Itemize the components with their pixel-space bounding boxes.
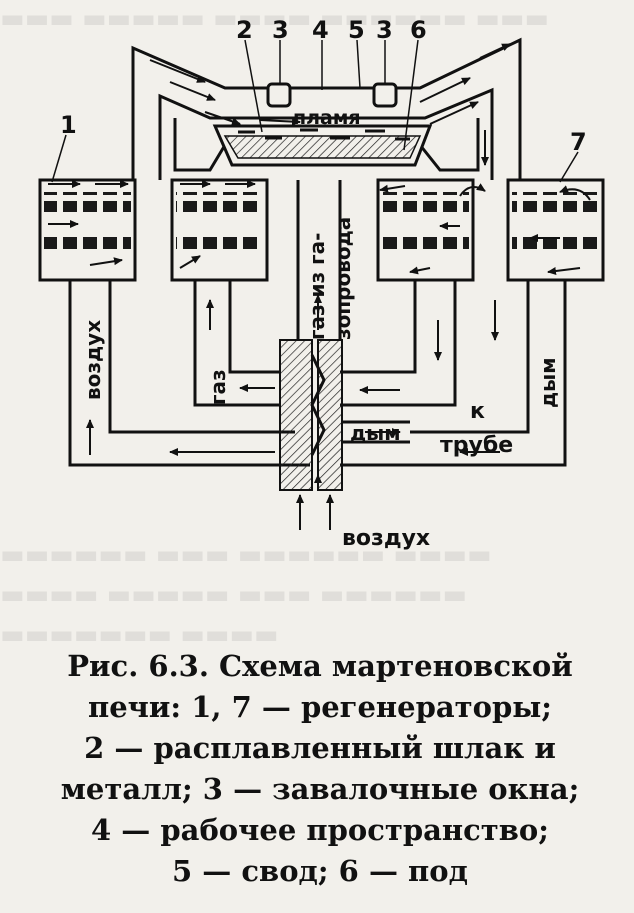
label-air-left: воздух — [81, 320, 105, 400]
label-smoke-bottom: дым — [350, 421, 401, 445]
lower-ducts — [68, 180, 567, 467]
reversing-valve — [279, 339, 343, 491]
show-through-line: ▬▬▬▬▬▬▬ ▬▬▬▬ — [0, 620, 279, 650]
label-smoke-right: дым — [536, 357, 560, 408]
label-flame: пламя — [293, 107, 361, 129]
label-to: к — [470, 399, 485, 424]
caption-line: металл; 3 — завалочные окна; — [60, 772, 580, 806]
show-through-line: ▬▬▬▬ ▬▬▬▬▬ ▬▬▬ ▬▬▬▬▬▬ — [0, 580, 467, 610]
flame-arrows — [149, 43, 511, 166]
callout-3b: 3 — [376, 16, 393, 44]
callout-leaders — [51, 39, 579, 183]
label-gas: газ — [206, 369, 230, 405]
caption-line: 2 — расплавленный шлак и — [84, 731, 556, 765]
callout-4: 4 — [312, 16, 329, 44]
callout-1: 1 — [60, 111, 77, 139]
regenerator-flow-arrows — [48, 180, 591, 275]
callout-5: 5 — [348, 16, 365, 44]
molten-metal — [223, 135, 422, 159]
regenerator-right-inner — [376, 178, 475, 282]
callout-7: 7 — [570, 128, 587, 156]
callout-2: 2 — [236, 16, 253, 44]
callout-6: 6 — [410, 16, 427, 44]
callout-3: 3 — [272, 16, 289, 44]
chimney-outlet — [342, 420, 410, 444]
label-gas-supply: газ из га- — [305, 233, 329, 340]
label-air-bottom: воздух — [342, 526, 430, 551]
figure-caption: Рис. 6.3. Схема мартеновской печи: 1, 7 … — [40, 646, 600, 892]
working-space — [173, 82, 480, 172]
caption-line: печи: 1, 7 — регенераторы; — [87, 690, 552, 724]
show-through-line: ▬▬▬▬▬▬ ▬▬▬ ▬▬▬▬▬▬ ▬▬▬▬ — [0, 540, 492, 570]
label-gas-supply-2: зопровода — [331, 217, 355, 340]
caption-line: Рис. 6.3. Схема мартеновской — [67, 649, 573, 683]
duct-flow-arrows — [86, 294, 500, 530]
caption-line: 4 — рабочее пространство; — [91, 813, 549, 847]
regenerator-right-outer — [506, 178, 605, 282]
label-chimney: трубе — [440, 433, 513, 458]
charging-door — [266, 82, 292, 108]
open-hearth-furnace-diagram: 1 2 3 4 5 3 6 7 пламя газ из га- зопрово… — [38, 16, 605, 551]
show-through-line: ▬▬▬ ▬▬▬▬▬ ▬▬▬▬ ▬▬▬▬▬▬ ▬▬▬ — [0, 4, 549, 34]
caption-line: 5 — свод; 6 — под — [172, 854, 468, 888]
charging-door — [372, 82, 398, 108]
regenerator-left-outer — [38, 178, 137, 282]
